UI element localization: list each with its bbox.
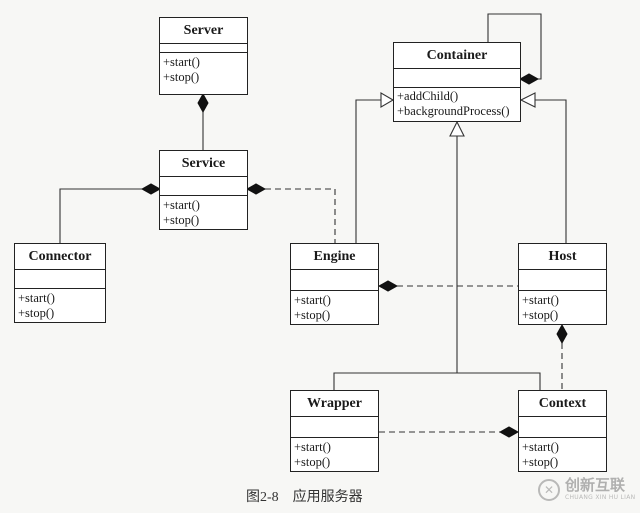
diamond-engine	[377, 280, 399, 292]
operation: +start()	[294, 440, 331, 454]
operation: +stop()	[294, 455, 331, 469]
class-operations: +addChild() +backgroundProcess()	[394, 88, 520, 121]
class-name: Connector	[15, 244, 105, 270]
operation: +start()	[18, 291, 55, 305]
class-attributes	[394, 69, 520, 88]
triangle-right	[519, 92, 536, 108]
class-name: Service	[160, 151, 247, 177]
operation: +stop()	[18, 306, 55, 320]
diamond-container	[518, 73, 540, 85]
class-context: Context +start() +stop()	[518, 390, 607, 472]
watermark-main-text: 创新互联	[565, 476, 626, 494]
triangle-bottom	[449, 120, 465, 137]
class-operations: +start() +stop()	[291, 291, 378, 325]
operation: +start()	[522, 440, 559, 454]
class-engine: Engine +start() +stop()	[290, 243, 379, 325]
operation: +start()	[294, 293, 331, 307]
container-self-link	[487, 13, 542, 80]
class-operations: +start() +stop()	[291, 438, 378, 472]
class-attributes	[291, 270, 378, 291]
engine-inherit-link	[355, 99, 381, 243]
watermark-sub-text: CHUANG XIN HU LIAN	[565, 494, 636, 501]
class-attributes	[291, 417, 378, 438]
figure-caption: 图2-8 应用服务器	[246, 490, 363, 505]
class-wrapper: Wrapper +start() +stop()	[290, 390, 379, 472]
operation: +addChild()	[397, 89, 459, 103]
diamond-host	[556, 323, 568, 345]
class-container: Container +addChild() +backgroundProcess…	[393, 42, 521, 122]
operation: +backgroundProcess()	[397, 104, 510, 118]
operation: +stop()	[163, 213, 200, 227]
operation: +start()	[163, 198, 200, 212]
class-name: Wrapper	[291, 391, 378, 417]
watermark-logo: ✕ 创新互联 CHUANG XIN HU LIAN	[538, 478, 635, 501]
class-operations: +start() +stop()	[519, 291, 606, 325]
class-name: Context	[519, 391, 606, 417]
diamond-service-right	[245, 183, 267, 195]
service-engine-link	[265, 188, 336, 243]
class-server: Server +start() +stop()	[159, 17, 248, 95]
class-name: Server	[160, 18, 247, 44]
class-name: Engine	[291, 244, 378, 270]
class-name: Container	[394, 43, 520, 69]
class-host: Host +start() +stop()	[518, 243, 607, 325]
diamond-service-left	[140, 183, 162, 195]
operation: +stop()	[522, 308, 559, 322]
logo-icon: ✕	[538, 478, 560, 501]
operation: +stop()	[163, 70, 200, 84]
operation: +stop()	[522, 455, 559, 469]
class-attributes	[519, 417, 606, 438]
class-attributes	[15, 270, 105, 289]
wrapper-inherit-link	[333, 372, 541, 390]
operation: +start()	[163, 55, 200, 69]
class-attributes	[519, 270, 606, 291]
class-service: Service +start() +stop()	[159, 150, 248, 230]
class-attributes	[160, 44, 247, 53]
triangle-left	[380, 92, 395, 108]
host-inherit-link	[535, 99, 567, 243]
class-operations: +start() +stop()	[15, 289, 105, 323]
class-name: Host	[519, 244, 606, 270]
diamond-context	[498, 426, 520, 438]
class-operations: +start() +stop()	[160, 196, 247, 230]
class-attributes	[160, 177, 247, 196]
class-operations: +start() +stop()	[160, 53, 247, 87]
diamond-server	[197, 92, 209, 114]
operation: +stop()	[294, 308, 331, 322]
class-connector: Connector +start() +stop()	[14, 243, 106, 323]
operation: +start()	[522, 293, 559, 307]
class-operations: +start() +stop()	[519, 438, 606, 472]
connector-service-link	[59, 188, 142, 243]
